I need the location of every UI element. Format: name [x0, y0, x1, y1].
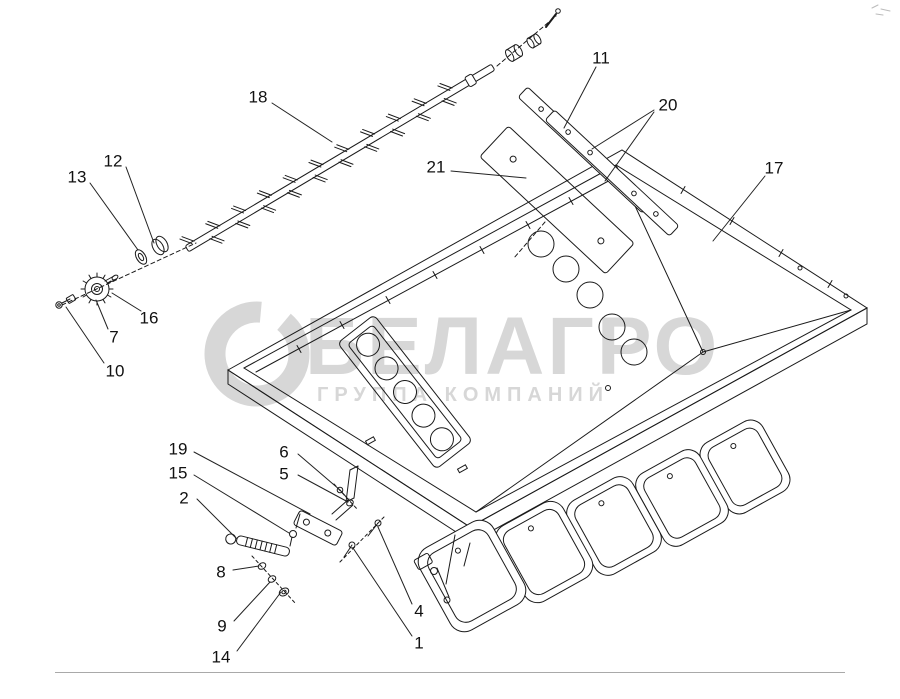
mounting-bolt	[55, 294, 77, 309]
part-label-2: 2	[179, 488, 189, 508]
linkage-assembly	[225, 465, 385, 605]
part-label-9: 9	[217, 616, 227, 636]
part-label-7: 7	[109, 327, 119, 347]
drive-sprocket	[80, 272, 119, 306]
leader-lines	[65, 66, 766, 652]
part-label-6: 6	[279, 442, 289, 462]
part-label-5: 5	[279, 464, 289, 484]
part-label-17: 17	[764, 158, 784, 178]
tine-shaft	[178, 8, 561, 252]
part-label-21: 21	[426, 157, 446, 177]
part-label-11: 11	[592, 48, 610, 68]
press-wheels	[417, 419, 791, 633]
part-label-20: 20	[658, 95, 678, 115]
part-label-1: 1	[414, 633, 424, 653]
part-label-13: 13	[67, 167, 87, 187]
part-label-19: 19	[168, 439, 188, 459]
corner-mark	[871, 4, 891, 16]
tension-rod	[225, 533, 290, 557]
part-label-12: 12	[103, 151, 123, 171]
boot-assembly	[413, 534, 471, 604]
cotter-pin	[545, 8, 561, 28]
shaft-washers	[61, 235, 197, 306]
part-label-14: 14	[211, 647, 231, 667]
part-label-8: 8	[216, 562, 226, 582]
shaft-collar	[526, 33, 542, 49]
part-label-15: 15	[168, 463, 188, 483]
cover-plates	[480, 87, 679, 274]
adjuster-bracket	[293, 510, 343, 546]
shaft-bushing	[504, 44, 524, 62]
part-label-4: 4	[414, 601, 424, 621]
part-label-10: 10	[105, 361, 125, 381]
part-label-16: 16	[139, 308, 159, 328]
metering-strip	[339, 316, 471, 468]
footer-divider	[55, 672, 845, 673]
part-label-18: 18	[248, 87, 268, 107]
